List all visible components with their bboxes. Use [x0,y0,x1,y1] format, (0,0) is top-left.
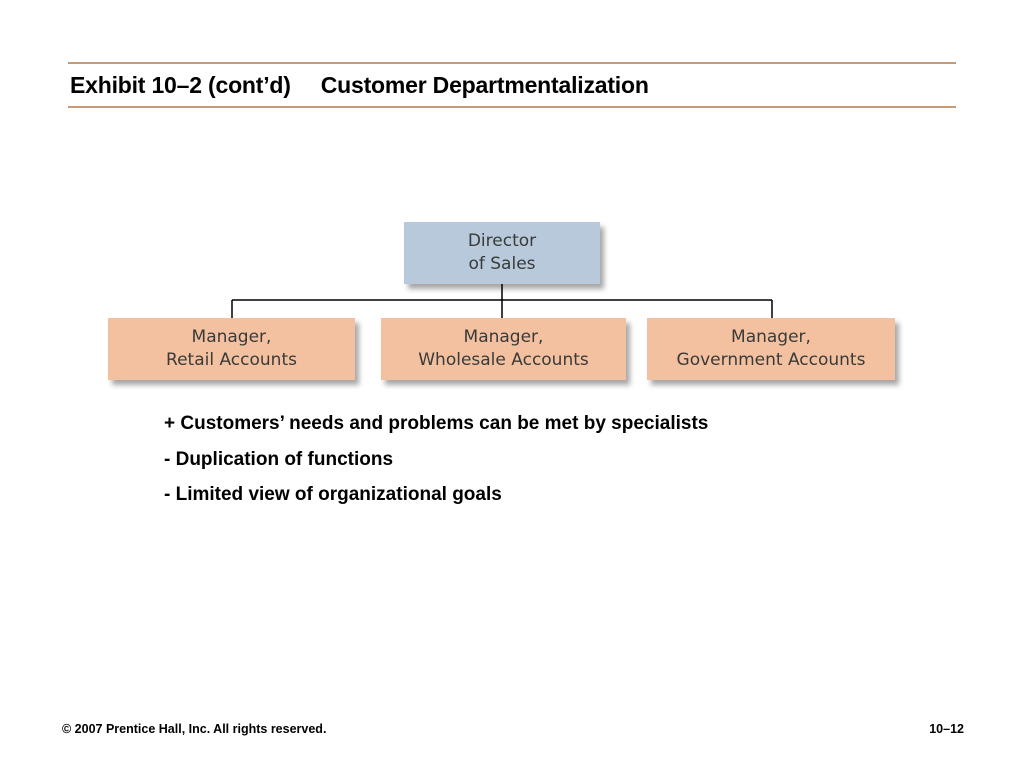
copyright-notice: © 2007 Prentice Hall, Inc. All rights re… [62,722,327,736]
header-bottom-rule [68,106,956,108]
manager-wholesale-label: Manager, Wholesale Accounts [418,327,589,370]
manager-retail-label: Manager, Retail Accounts [166,327,297,370]
list-item: - Duplication of functions [164,448,394,470]
page-number: 10–12 [929,722,964,736]
exhibit-label: Exhibit 10–2 (cont’d) [70,72,291,98]
director-of-sales-box: Director of Sales [404,222,600,284]
manager-retail-box: Manager, Retail Accounts [108,318,355,380]
director-label: Director of Sales [467,231,537,274]
manager-government-label: Manager, Government Accounts [676,327,866,370]
manager-government-box: Manager, Government Accounts [647,318,895,380]
slide-title: Exhibit 10–2 (cont’d) Customer Department… [70,72,649,99]
title-text: Customer Departmentalization [320,72,649,98]
list-item: - Limited view of organizational goals [164,484,502,505]
manager-wholesale-box: Manager, Wholesale Accounts [381,318,626,380]
pros-cons-list: + Customers’ needs and problems can be m… [164,410,708,517]
list-item: + Customers’ needs and problems can be m… [164,413,709,434]
header-top-rule [68,62,956,64]
